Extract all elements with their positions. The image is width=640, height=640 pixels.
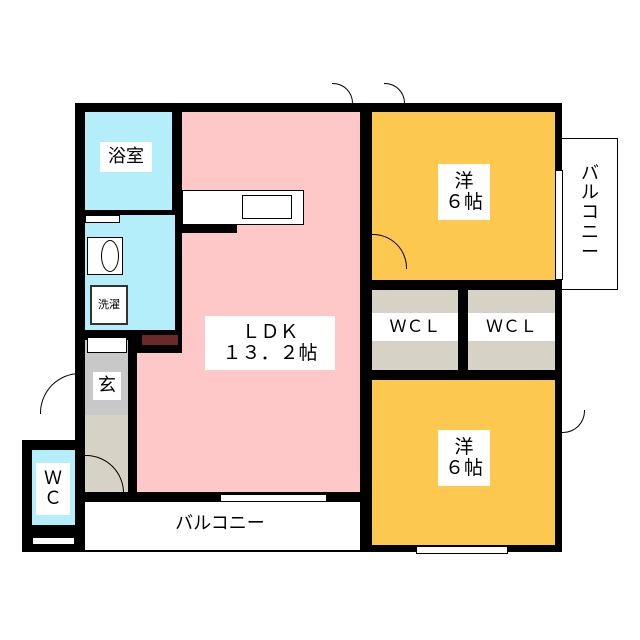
- wc-window: [32, 537, 75, 545]
- entrance-door[interactable]: [40, 373, 81, 414]
- wcl-left-label: ＷＣＬ: [372, 313, 458, 341]
- top-door-right[interactable]: [384, 83, 405, 104]
- western-upper-label: 洋 ６帖: [438, 164, 490, 220]
- washing-machine-label: 洗濯: [90, 285, 128, 325]
- western-lower-outer-door[interactable]: [562, 410, 585, 433]
- wcl-right-label: ＷＣＬ: [468, 313, 555, 341]
- shoe-box: [87, 337, 127, 353]
- top-door-left[interactable]: [332, 83, 353, 104]
- wc-label: Ｗ Ｃ: [36, 463, 70, 515]
- ldk-window[interactable]: [220, 494, 327, 502]
- entrance-label: 玄: [93, 372, 121, 400]
- basin-bowl: [101, 240, 119, 272]
- window-washroom: [85, 215, 120, 223]
- western-lower-window[interactable]: [416, 546, 508, 554]
- bath-label: 浴室: [100, 142, 152, 172]
- kitchen-sink-icon: [242, 195, 292, 219]
- washroom-door-panel: [142, 335, 178, 345]
- balcony-right-label: バ ル コ ニ ー: [573, 148, 607, 278]
- ldk-label: ＬＤＫ １３．２帖: [205, 316, 335, 370]
- room-ldk: [182, 112, 360, 492]
- kitchen-wall: [182, 225, 237, 233]
- room-ldk-lower: [137, 353, 197, 492]
- western-lower-label: 洋 ６帖: [438, 430, 490, 486]
- western-upper-window[interactable]: [555, 170, 563, 280]
- balcony-bottom-label: バルコニー: [150, 510, 290, 538]
